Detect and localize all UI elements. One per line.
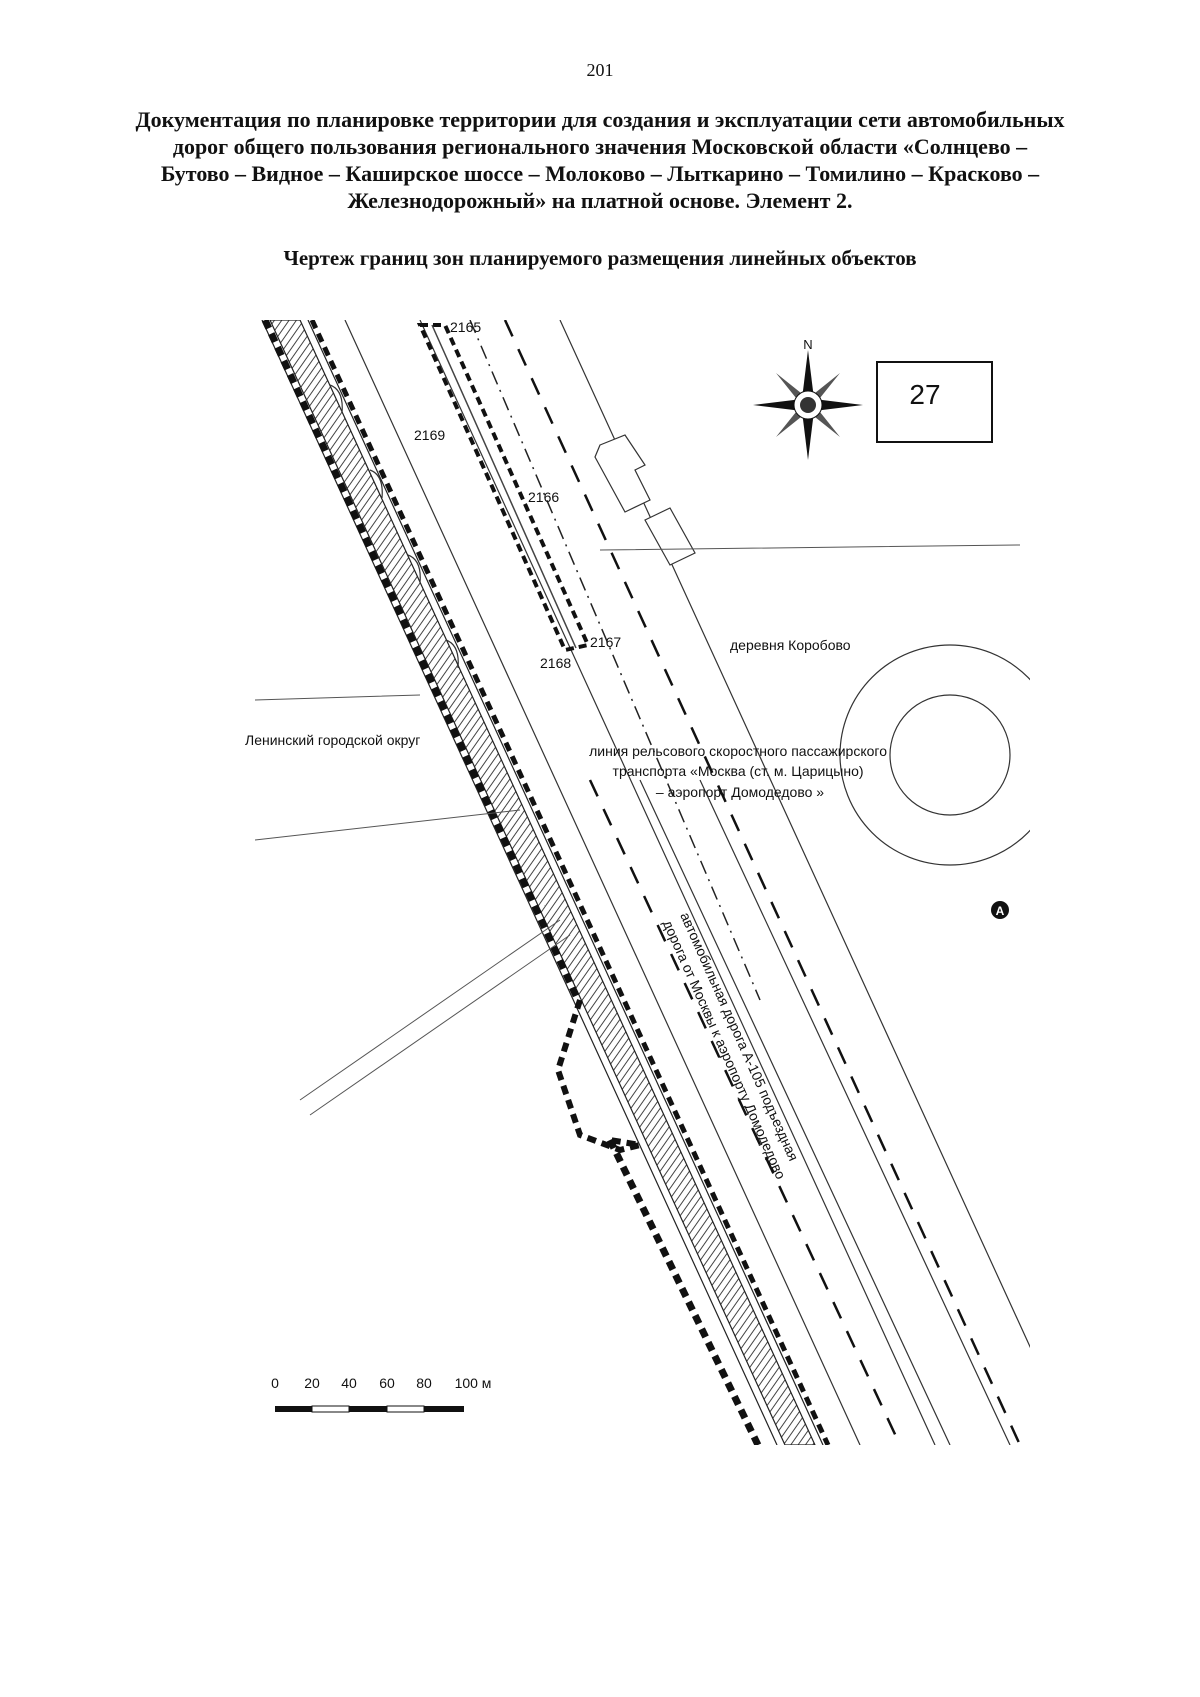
- sheet-number-box: [876, 361, 993, 443]
- dash-dot-line: [469, 320, 761, 1001]
- document-title-line: Бутово – Видное – Каширское шоссе – Моло…: [160, 161, 1040, 186]
- roundabout: [839, 644, 1030, 866]
- planning-zone-boundary: [309, 320, 831, 1445]
- road-edge-line: [639, 779, 951, 1445]
- scale-bar-tick-label: 0: [271, 1375, 279, 1391]
- point-label: 2167: [590, 634, 621, 650]
- village-label: деревня Коробово: [730, 637, 851, 653]
- point-label: 2166: [528, 489, 559, 505]
- page-number: 201: [586, 60, 614, 80]
- road-dashed-line: [503, 320, 1022, 1445]
- rail-line-label: линия рельсового скоростного пассажирско…: [589, 743, 891, 800]
- road-edge-line: [559, 320, 1030, 1349]
- scale-bar: [275, 1405, 464, 1413]
- scale-bar-tick-label: 100 м: [455, 1375, 492, 1391]
- roundabout-inner: [889, 694, 1011, 816]
- railway-platform-outline: [329, 384, 459, 669]
- marker-a-label: A: [996, 904, 1005, 918]
- road-label: автомобильная дорога А-105 подъездная до…: [660, 910, 807, 1182]
- rail-line-label-line: – аэропорт Домодедово »: [656, 784, 824, 800]
- drawing-title: Чертеж границ зон планируемого размещени…: [283, 246, 917, 270]
- district-label: Ленинский городской округ: [245, 732, 420, 748]
- document-title-line: Документация по планировке территории дл…: [135, 107, 1065, 132]
- document-title: Документация по планировке территории дл…: [100, 106, 1100, 214]
- building-outline: [594, 434, 696, 566]
- road-edge-line: [699, 779, 1011, 1445]
- planning-zone-inset: [554, 999, 641, 1154]
- scale-bar-tick-label: 80: [416, 1375, 432, 1391]
- sheet-number: 27: [909, 379, 940, 410]
- road-dashed-line: [588, 779, 902, 1445]
- road-label-line: автомобильная дорога А-105 подъездная: [677, 910, 802, 1164]
- scale-bar-tick-label: 60: [379, 1375, 395, 1391]
- planning-zone-boundary: [261, 320, 582, 1002]
- document-title-line: дорог общего пользования регионального з…: [172, 134, 1028, 159]
- road-edge-line: [344, 320, 861, 1445]
- plot-inner-line: [431, 324, 577, 649]
- land-plot-boundary: [416, 323, 591, 653]
- scale-bar-tick-label: 40: [341, 1375, 357, 1391]
- railway-track: [269, 320, 816, 1445]
- railway-edge-line: [261, 320, 778, 1445]
- point-label: 2169: [414, 427, 445, 443]
- parcel-line: [255, 544, 1021, 1116]
- railway-edge-line: [307, 320, 824, 1445]
- scale-bar-tick-label: 20: [304, 1375, 320, 1391]
- compass-rose-icon: [753, 350, 863, 460]
- rail-line-label-line: транспорта «Москва (ст. м. Царицыно): [613, 763, 864, 779]
- planning-zone-boundary: [606, 1138, 762, 1445]
- rail-line-label-line: линия рельсового скоростного пассажирско…: [589, 743, 887, 759]
- compass-north-label: N: [803, 337, 812, 352]
- marker-a: [991, 901, 1009, 919]
- document-title-line: Железнодорожный» на платной основе. Элем…: [347, 188, 853, 213]
- road-edge-line: [419, 320, 936, 1445]
- point-label: 2168: [540, 655, 571, 671]
- point-label: 2165: [450, 319, 481, 335]
